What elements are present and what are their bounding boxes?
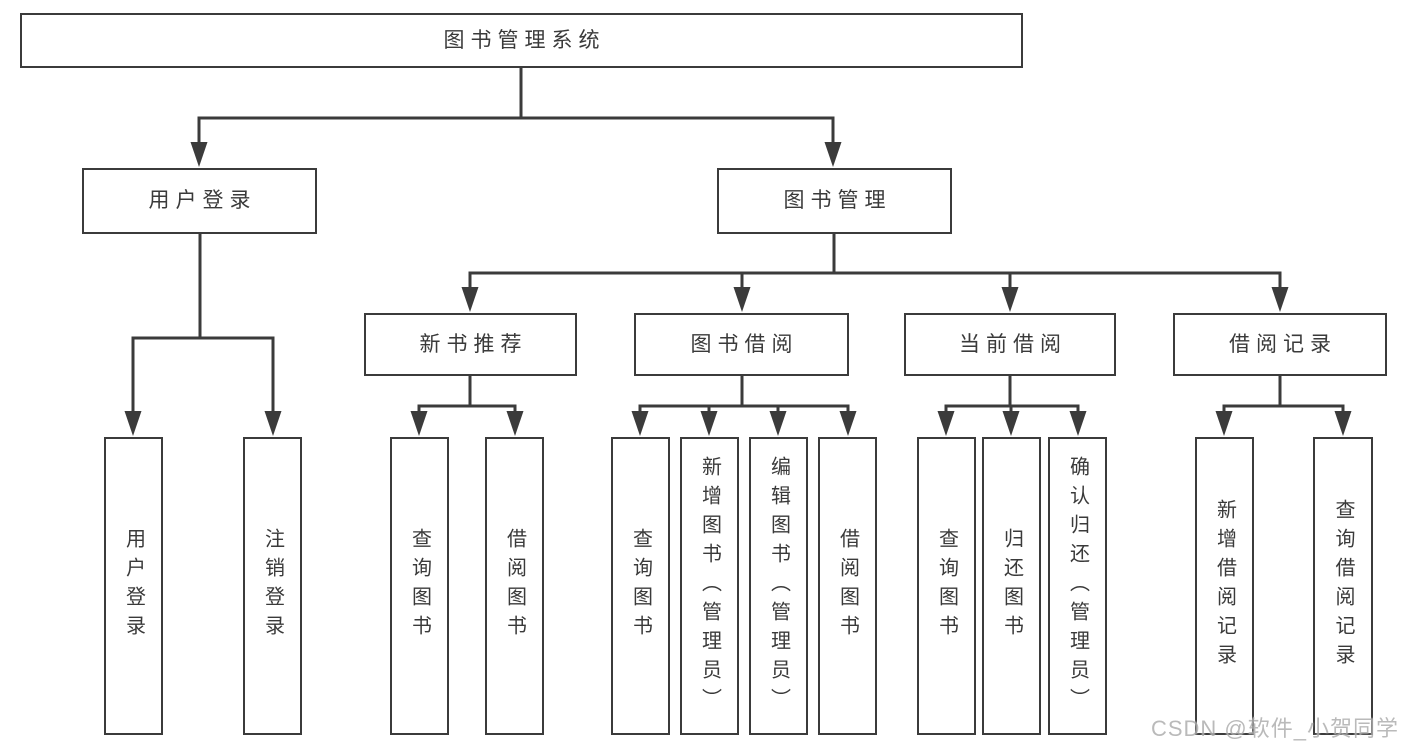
watermark: CSDN @软件_小贺同学 — [1150, 716, 1399, 741]
leaf-current-confirm-return-admin: 确认归还（管理员） — [1048, 437, 1107, 735]
leaf-user-login-label: 用户登录 — [122, 528, 145, 644]
arrow-head-icon — [461, 287, 479, 312]
leaf-records-add-borrow-record: 新增借阅记录 — [1195, 437, 1254, 735]
arrow-head-icon — [631, 411, 649, 436]
node-user-login: 用户登录 — [82, 168, 317, 234]
leaf-current-return-books: 归还图书 — [982, 437, 1041, 735]
arrow-head-icon — [1334, 411, 1352, 436]
node-book-management-label: 图书管理 — [783, 189, 892, 213]
arrow-head-icon — [1001, 287, 1019, 312]
leaf-records-query-borrow-record: 查询借阅记录 — [1313, 437, 1373, 735]
leaf-recommend-borrow-books-label: 借阅图书 — [503, 528, 526, 644]
node-user-login-label: 用户登录 — [148, 189, 257, 213]
node-book-borrowing-label: 图书借阅 — [690, 332, 799, 356]
arrow-head-icon — [1069, 411, 1087, 436]
leaf-borrowing-add-books-admin-label: 新增图书（管理员） — [698, 455, 721, 717]
node-book-management: 图书管理 — [717, 168, 952, 234]
node-library-management-system-label: 图书管理系统 — [443, 28, 606, 52]
leaf-borrowing-query-books: 查询图书 — [611, 437, 670, 735]
arrow-head-icon — [733, 287, 751, 312]
leaf-recommend-borrow-books: 借阅图书 — [485, 437, 544, 735]
leaf-logout-login-label: 注销登录 — [261, 528, 284, 644]
arrow-head-icon — [824, 142, 842, 167]
node-current-borrowing-label: 当前借阅 — [959, 332, 1067, 356]
arrow-head-icon — [1271, 287, 1289, 312]
arrow-head-icon — [700, 411, 718, 436]
leaf-recommend-query-books-label: 查询图书 — [408, 528, 431, 644]
leaf-borrowing-edit-books-admin: 编辑图书（管理员） — [749, 437, 808, 735]
arrow-head-icon — [1002, 411, 1020, 436]
node-new-book-recommend: 新书推荐 — [364, 313, 577, 376]
leaf-logout-login: 注销登录 — [243, 437, 302, 735]
leaf-records-query-borrow-record-label: 查询借阅记录 — [1332, 499, 1354, 673]
node-new-book-recommend-label: 新书推荐 — [419, 332, 528, 356]
leaf-recommend-query-books: 查询图书 — [390, 437, 449, 735]
arrow-head-icon — [264, 411, 282, 436]
arrow-head-icon — [124, 411, 142, 436]
leaf-current-return-books-label: 归还图书 — [1000, 528, 1023, 644]
leaf-borrowing-edit-books-admin-label: 编辑图书（管理员） — [767, 455, 790, 717]
arrow-head-icon — [937, 411, 955, 436]
leaf-borrowing-add-books-admin: 新增图书（管理员） — [680, 437, 739, 735]
node-borrowing-records-label: 借阅记录 — [1229, 332, 1337, 356]
leaf-borrowing-borrow-books-label: 借阅图书 — [836, 528, 859, 644]
node-book-borrowing: 图书借阅 — [634, 313, 849, 376]
leaf-current-confirm-return-admin-label: 确认归还（管理员） — [1066, 455, 1089, 717]
arrow-head-icon — [190, 142, 208, 167]
arrow-head-icon — [1215, 411, 1233, 436]
leaf-records-add-borrow-record-label: 新增借阅记录 — [1213, 499, 1236, 673]
arrow-head-icon — [769, 411, 787, 436]
leaf-current-query-books: 查询图书 — [917, 437, 976, 735]
node-library-management-system: 图书管理系统 — [20, 13, 1023, 68]
node-current-borrowing: 当前借阅 — [904, 313, 1116, 376]
arrow-head-icon — [506, 411, 524, 436]
leaf-borrowing-query-books-label: 查询图书 — [629, 528, 652, 644]
arrow-head-icon — [410, 411, 428, 436]
leaf-borrowing-borrow-books: 借阅图书 — [818, 437, 877, 735]
leaf-user-login: 用户登录 — [104, 437, 163, 735]
leaf-current-query-books-label: 查询图书 — [935, 528, 958, 644]
node-borrowing-records: 借阅记录 — [1173, 313, 1387, 376]
arrow-head-icon — [839, 411, 857, 436]
